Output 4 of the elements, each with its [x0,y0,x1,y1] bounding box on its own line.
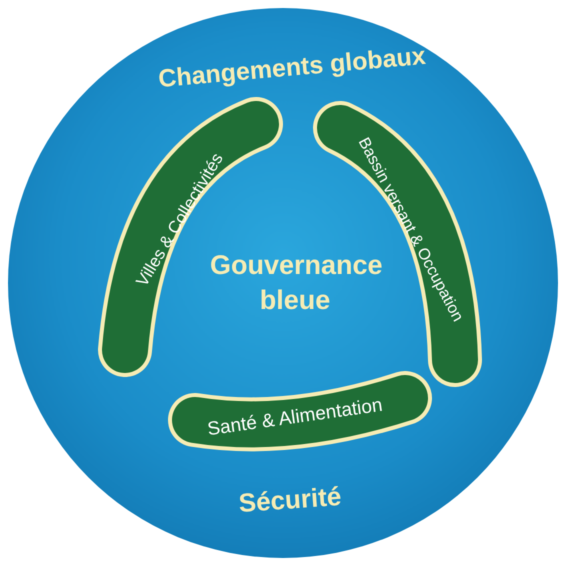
arc-label: Sécurité [238,480,342,520]
band-label: Santé & Alimentation [206,394,384,442]
arc-label: Changements globaux [157,42,427,94]
center-title: Gouvernance bleue [210,248,380,317]
